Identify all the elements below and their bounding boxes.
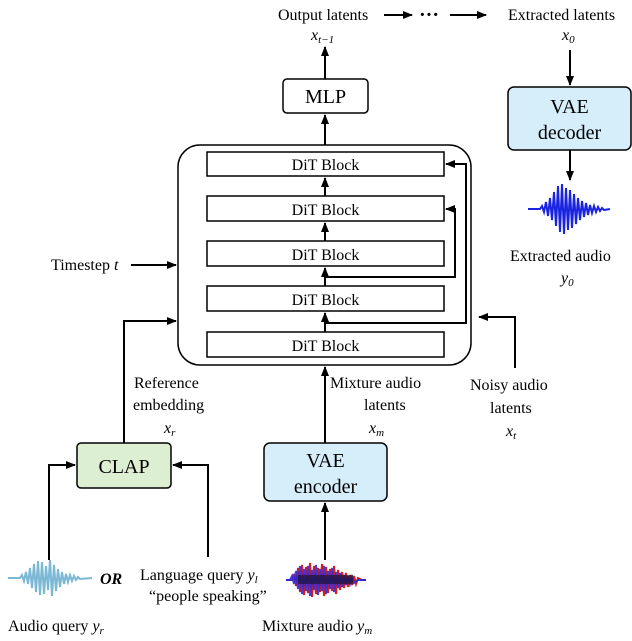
- vae-encoder-box: [263, 442, 388, 502]
- arrow-noisy-to-dit: [478, 313, 516, 368]
- mixture-audio-label: Mixture audio ym: [262, 618, 372, 637]
- dit-block-1-label: DiT Block: [292, 338, 360, 355]
- dit-block-1: [206, 331, 445, 358]
- audio-query-label: Audio query yr: [8, 618, 105, 637]
- vae-decoder-label-2: decoder: [538, 122, 602, 144]
- dit-block-3: [206, 240, 445, 267]
- reference-label-2: embedding: [133, 397, 204, 414]
- mlp-box: [282, 78, 369, 114]
- mixture-latents-label-2: latents: [364, 397, 406, 414]
- dit-block-2: [206, 285, 445, 312]
- extracted-audio-label: Extracted audio: [510, 248, 611, 265]
- y0-var: y0: [559, 270, 574, 289]
- xm-var: xm: [368, 420, 384, 439]
- extracted-audio-waveform: [528, 183, 611, 235]
- mixture-waveform-core: [298, 575, 353, 584]
- noisy-label-2: latents: [490, 400, 532, 417]
- vae-encoder-label-1: VAE: [306, 450, 345, 472]
- vae-encoder-label-2: encoder: [294, 476, 358, 498]
- dit-block-4-label: DiT Block: [292, 202, 360, 219]
- arrow-audio-query-to-clap: [48, 461, 76, 560]
- dit-block-5-label: DiT Block: [292, 157, 360, 174]
- clap-label: CLAP: [98, 456, 149, 478]
- audio-query-waveform: [8, 559, 93, 597]
- x-prev-var: xt−1: [310, 27, 334, 46]
- xr-var: xr: [163, 420, 176, 439]
- reference-label-1: Reference: [134, 375, 199, 392]
- xt-var: xt: [505, 423, 517, 442]
- language-query-label: Language query yl: [140, 567, 258, 586]
- extracted-latents-label: Extracted latents: [508, 7, 615, 24]
- ellipsis: ···: [419, 4, 439, 26]
- mlp-label: MLP: [305, 86, 346, 108]
- dit-block-3-label: DiT Block: [292, 247, 360, 264]
- timestep-label: Timestep t: [51, 257, 119, 274]
- dit-block-5: [206, 151, 445, 177]
- vae-decoder-label-1: VAE: [550, 96, 589, 118]
- noisy-label-1: Noisy audio: [470, 377, 548, 394]
- arrow-clap-to-dit: [123, 317, 177, 443]
- x0-var: x0: [561, 27, 575, 46]
- mixture-latents-label-1: Mixture audio: [330, 375, 421, 392]
- people-speaking-label: “people speaking”: [149, 588, 267, 605]
- skip-connection-inner: [325, 205, 456, 278]
- output-latents-label: Output latents: [278, 7, 368, 24]
- dit-block-2-label: DiT Block: [292, 292, 360, 309]
- arrow-language-query-to-clap: [172, 461, 209, 557]
- or-label: OR: [100, 571, 123, 588]
- skip-connection-outer: [325, 160, 467, 324]
- clap-box: [76, 442, 172, 489]
